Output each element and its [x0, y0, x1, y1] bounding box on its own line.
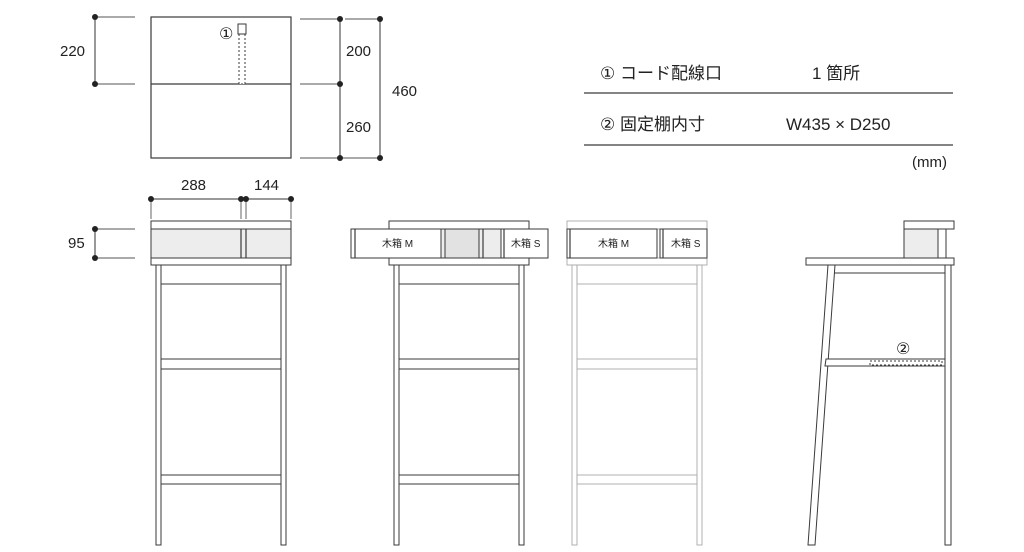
drawer-m-front	[350, 228, 442, 259]
dim-460: 460	[392, 83, 417, 100]
dim-95: 95	[68, 235, 85, 252]
drawer-s-label: 木箱 S	[511, 237, 541, 250]
side-view: ②	[805, 220, 955, 546]
front-view-2: 木箱 M 木箱 S	[350, 220, 549, 546]
spec-row-1-value: 1 箇所	[812, 64, 860, 83]
spec-row-2-label: ② 固定棚内寸	[600, 115, 705, 134]
drawer-m-side-label: 木箱 M	[598, 237, 629, 250]
cable-slot	[238, 23, 246, 85]
drawer-m-side	[566, 228, 658, 259]
front-view-1: 288 144 95	[68, 177, 294, 546]
dim-220: 220	[60, 43, 85, 60]
top-marker-1: ①	[219, 26, 233, 43]
drawer-s-side-label: 木箱 S	[671, 237, 701, 250]
drawer-s-side	[659, 228, 708, 259]
dim-200: 200	[346, 43, 371, 60]
front-view-3: 木箱 M 木箱 S	[566, 220, 708, 546]
drawer-m-label: 木箱 M	[382, 237, 413, 250]
top-view: ① 220 200 260 460	[60, 14, 417, 161]
spec-row-1-label: ① コード配線口	[600, 64, 722, 83]
side-marker-2: ②	[896, 341, 910, 358]
drawer-s-front	[500, 228, 549, 259]
dim-144: 144	[254, 177, 279, 194]
unit-label: (mm)	[912, 154, 947, 171]
dim-260: 260	[346, 119, 371, 136]
dim-288: 288	[181, 177, 206, 194]
spec-row-2-value: W435 × D250	[786, 115, 890, 134]
spec-table: ① コード配線口 1 箇所 ② 固定棚内寸 W435 × D250 (mm)	[584, 64, 953, 171]
